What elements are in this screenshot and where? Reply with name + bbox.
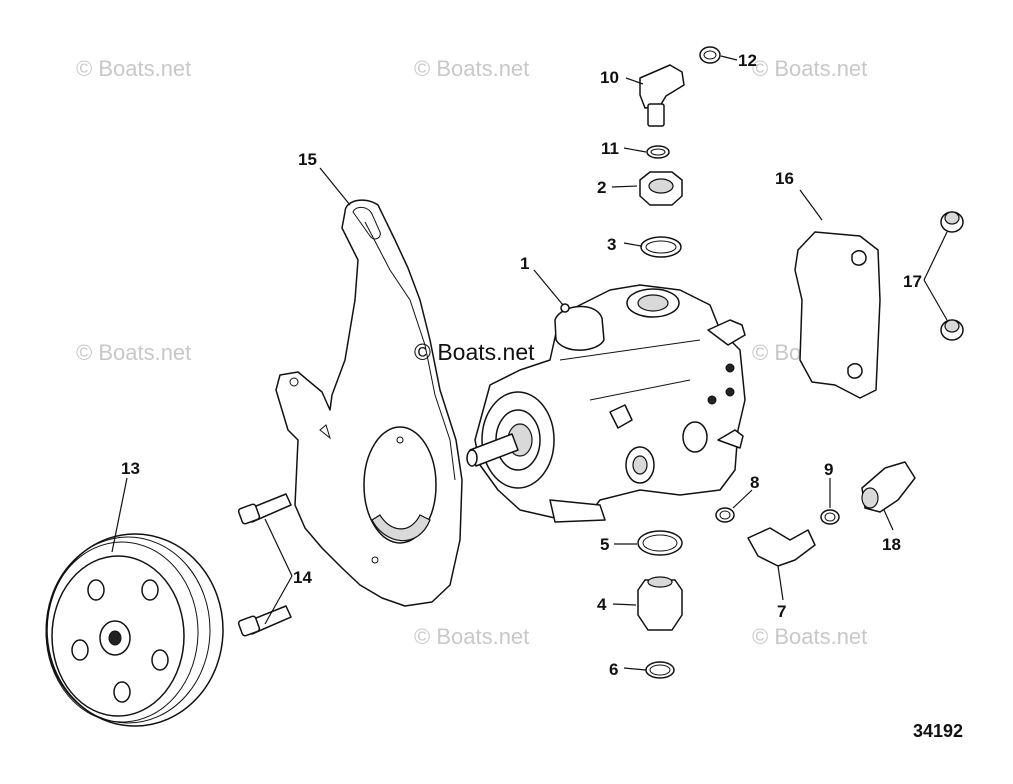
part-nuts: [940, 211, 964, 341]
callout-16: 16: [775, 169, 794, 188]
part-mounting-bracket: [275, 199, 463, 607]
callout-18: 18: [882, 535, 901, 554]
part-right-fittings: [715, 461, 916, 567]
callout-5: 5: [600, 535, 609, 554]
part-pulley: [45, 533, 224, 727]
part-top-fittings: [639, 46, 721, 258]
callout-7: 7: [777, 602, 786, 621]
callout-17: 17: [903, 272, 922, 291]
watermark-bottom-right: © Boats.net: [752, 624, 867, 649]
callout-3: 3: [607, 235, 616, 254]
part-bottom-fittings: [637, 530, 683, 679]
callout-11: 11: [601, 139, 619, 158]
watermark-center: © Boats.net: [414, 339, 535, 365]
watermark-top-right: © Boats.net: [752, 56, 867, 81]
callout-13: 13: [121, 459, 140, 478]
callout-15: 15: [298, 150, 317, 169]
callout-2: 2: [597, 178, 606, 197]
callout-9: 9: [824, 460, 833, 479]
part-side-bracket: [794, 231, 881, 399]
watermark-top-center: © Boats.net: [414, 56, 529, 81]
callout-14: 14: [293, 568, 312, 587]
figure-number: 34192: [913, 721, 963, 741]
watermark-top-left: © Boats.net: [76, 56, 191, 81]
watermark-mid-left: © Boats.net: [76, 340, 191, 365]
callout-1: 1: [520, 254, 529, 273]
callout-10: 10: [600, 68, 619, 87]
callouts: 1 2 3 4 5 6 7 8 9 10 11 12 13 14 15 16 1…: [121, 51, 922, 679]
callout-6: 6: [609, 660, 618, 679]
callout-8: 8: [750, 473, 759, 492]
part-pump: [466, 284, 746, 523]
part-bolts: [237, 493, 292, 637]
callout-4: 4: [597, 595, 607, 614]
leader-lines: [111, 55, 948, 671]
watermark-bottom-center: © Boats.net: [414, 624, 529, 649]
callout-12: 12: [738, 51, 757, 70]
